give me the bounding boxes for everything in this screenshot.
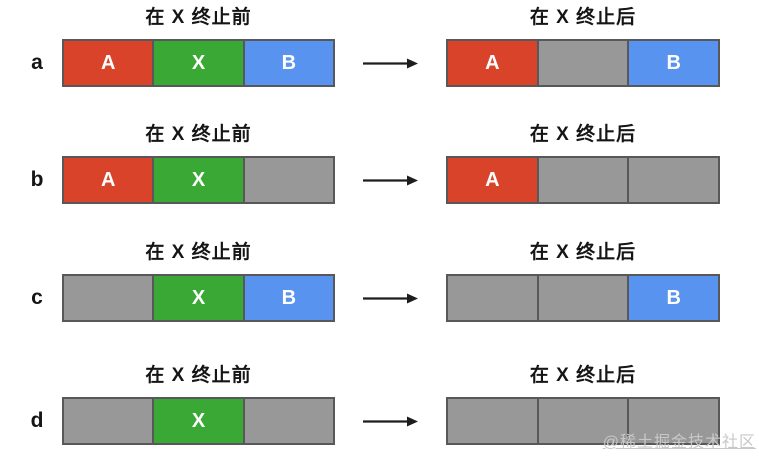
memory-bar-after: A [446,156,720,204]
title-before-termination: 在 X 终止前 [145,7,252,28]
memory-bar-after: B [446,274,720,322]
memory-bar-before: X [62,397,335,445]
segment-empty [448,399,539,443]
segment-X: X [154,158,245,202]
right-arrow-icon [363,175,418,186]
segment-empty [244,399,333,443]
segment-B: B [244,276,333,320]
segment-empty [629,399,719,443]
diagram-row: d 在 X 终止前 X 在 X 终止后 [0,360,759,460]
segment-empty [538,276,630,320]
segment-empty [629,158,719,202]
segment-X: X [154,399,245,443]
segment-X: X [154,41,245,85]
title-before-termination: 在 X 终止前 [145,124,252,145]
segment-empty [448,276,539,320]
segment-empty [538,399,630,443]
segment-B: B [244,41,333,85]
segment-A: A [448,41,539,85]
segment-B: B [629,276,719,320]
segment-A: A [64,41,155,85]
segment-empty [538,41,630,85]
right-arrow-icon [363,293,418,304]
watermark: @稀土掘金技术社区 [602,434,756,451]
segment-empty [538,158,630,202]
memory-bar-after [446,397,720,445]
row-label: b [30,168,44,191]
segment-A: A [64,158,155,202]
title-after-termination: 在 X 终止后 [529,124,637,145]
title-after-termination: 在 X 终止后 [529,242,637,263]
row-label: c [31,286,43,309]
row-label: d [30,409,44,432]
right-arrow-icon [363,58,418,69]
segment-empty [244,158,333,202]
row-label: a [31,51,43,74]
right-arrow-icon [363,416,418,427]
title-before-termination: 在 X 终止前 [145,365,252,386]
title-before-termination: 在 X 终止前 [145,242,252,263]
title-after-termination: 在 X 终止后 [529,365,637,386]
segment-A: A [448,158,539,202]
title-after-termination: 在 X 终止后 [529,7,637,28]
segment-B: B [629,41,719,85]
segment-X: X [154,276,245,320]
segment-empty [64,276,155,320]
segment-empty [64,399,155,443]
